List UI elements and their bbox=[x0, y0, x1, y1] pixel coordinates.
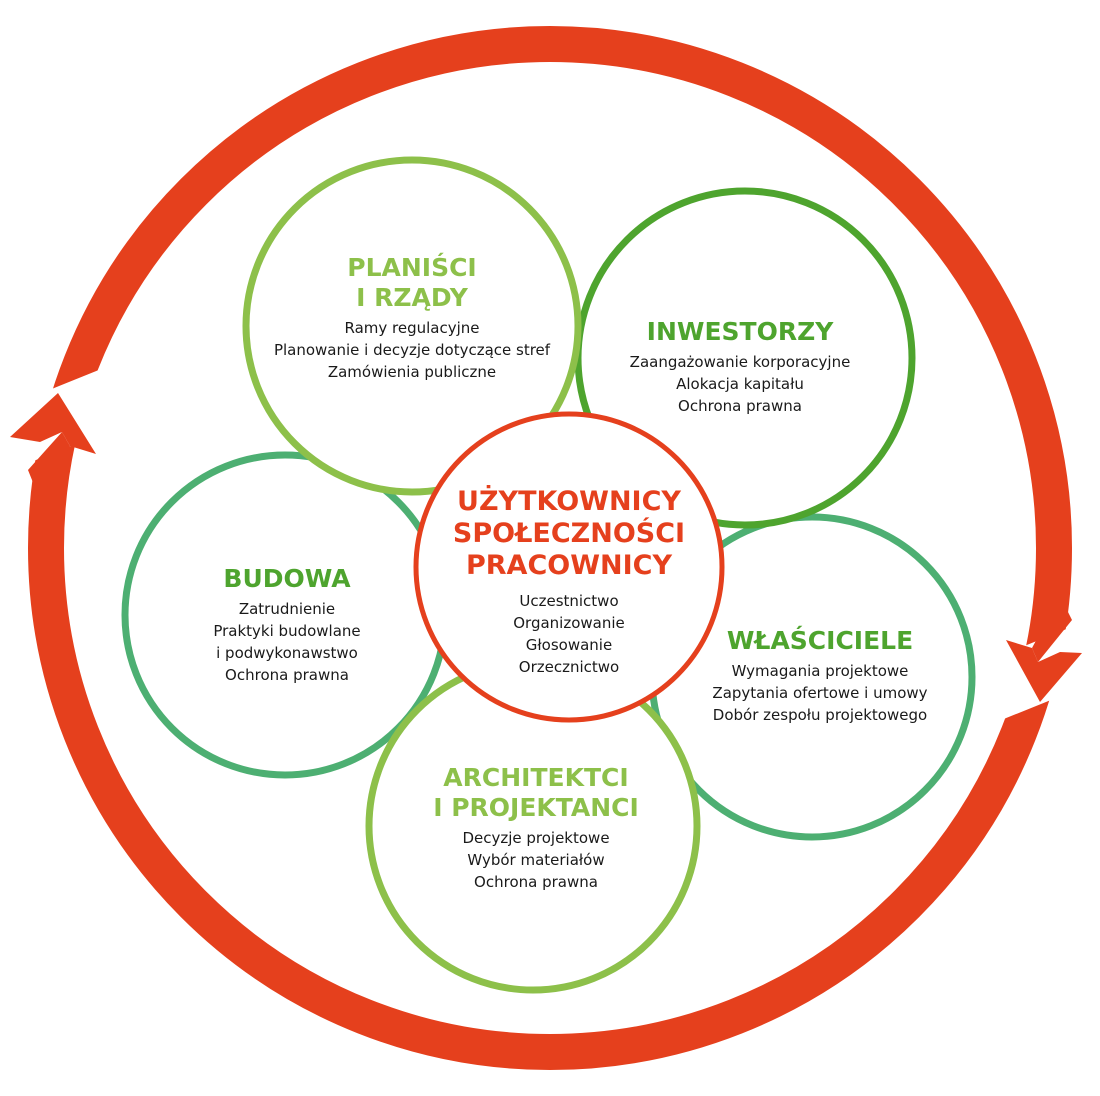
node-users-item: Orzecznictwo bbox=[518, 658, 620, 676]
node-architects-item: Decyzje projektowe bbox=[462, 829, 610, 847]
node-users-title: UŻYTKOWNICY SPOŁECZNOŚCI PRACOWNICY bbox=[452, 486, 686, 581]
node-architects-item: Ochrona prawna bbox=[474, 873, 598, 891]
arrow-up-icon bbox=[10, 393, 96, 454]
node-planners-item: Ramy regulacyjne bbox=[344, 319, 480, 337]
node-investors-title: INWESTORZY bbox=[646, 317, 834, 346]
node-planners-item: Planowanie i decyzje dotyczące stref bbox=[273, 341, 551, 359]
outer-ring-band bbox=[28, 26, 1072, 1070]
node-investors-item: Ochrona prawna bbox=[678, 397, 802, 415]
circle-planners bbox=[242, 156, 582, 496]
node-investors-item: Alokacja kapitału bbox=[676, 375, 804, 393]
node-owners-item: Dobór zespołu projektowego bbox=[712, 706, 928, 724]
node-construction-item: Praktyki budowlane bbox=[213, 622, 361, 640]
node-planners-item: Zamówienia publiczne bbox=[327, 363, 497, 381]
node-construction-title: BUDOWA bbox=[223, 564, 351, 593]
node-investors: INWESTORZY Zaangażowanie korporacyjne Al… bbox=[600, 317, 880, 417]
node-owners-title: WŁAŚCICIELE bbox=[726, 626, 914, 655]
node-construction-item: i podwykonawstwo bbox=[216, 644, 358, 662]
node-construction-item: Zatrudnienie bbox=[238, 600, 336, 618]
node-construction: BUDOWA Zatrudnienie Praktyki budowlane i… bbox=[162, 564, 412, 686]
node-users-item: Głosowanie bbox=[525, 636, 613, 654]
node-architects-title: ARCHITEKTCI I PROJEKTANCI bbox=[433, 763, 639, 822]
node-planners-title: PLANIŚCI I RZĄDY bbox=[347, 253, 477, 312]
node-architects: ARCHITEKTCI I PROJEKTANCI Decyzje projek… bbox=[406, 763, 666, 893]
circle-users bbox=[413, 411, 725, 723]
node-investors-item: Zaangażowanie korporacyjne bbox=[629, 353, 851, 371]
node-users: UŻYTKOWNICY SPOŁECZNOŚCI PRACOWNICY Ucze… bbox=[444, 486, 694, 678]
arrow-down-icon bbox=[1006, 640, 1082, 702]
node-users-item: Uczestnictwo bbox=[519, 592, 619, 610]
stakeholder-circles bbox=[121, 156, 976, 994]
node-planners: PLANIŚCI I RZĄDY Ramy regulacyjne Planow… bbox=[262, 253, 562, 383]
outer-ring-top-label: SZERSZY KONTEKST GEOGRAFICZNY bbox=[370, 82, 730, 135]
node-owners-item: Zapytania ofertowe i umowy bbox=[712, 684, 928, 702]
node-owners-item: Wymagania projektowe bbox=[731, 662, 909, 680]
node-construction-item: Ochrona prawna bbox=[225, 666, 349, 684]
node-users-item: Organizowanie bbox=[513, 614, 625, 632]
node-architects-item: Wybór materiałów bbox=[467, 851, 605, 869]
node-owners: WŁAŚCICIELE Wymagania projektowe Zapytan… bbox=[690, 626, 950, 726]
